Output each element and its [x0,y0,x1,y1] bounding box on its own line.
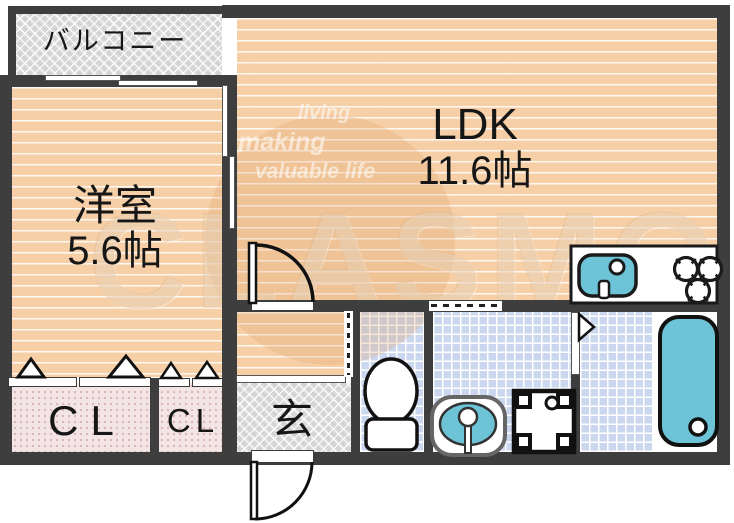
washroom-folding-door [429,301,502,311]
pan-drain [544,395,560,411]
wall-outer-right [717,5,730,465]
wall-hall-western [222,300,237,465]
washroom-folding-door-dashes [431,304,500,307]
wall-outer-left [0,75,12,465]
western-room-label: 洋室 5.6帖 [10,182,220,274]
entrance-step [236,375,346,383]
pan-corner-bl [515,433,532,450]
ldk-sliding-door-pane1 [222,85,228,157]
wall-washroom-bathroom [571,300,580,465]
ldk-size: 11.6帖 [417,149,533,194]
hallway-floor [237,312,351,375]
closet-small-label: CL [166,402,220,439]
wall-outer-bottom [0,452,730,465]
closet-small-floor [159,383,222,452]
washbasin-stem [464,423,472,454]
front-door-threshold [251,450,314,463]
ldk-door-leaf [247,241,258,305]
balcony-sliding-window-pane1 [45,75,121,81]
ldk-name: LDK [432,100,518,149]
ldk-label: LDK 11.6帖 [330,100,620,194]
western-room-name: 洋室 [72,182,157,229]
wall-balcony-top [8,6,222,14]
kitchen-faucet [608,258,626,276]
balcony-floor [16,14,222,75]
closet-large-door-fold1 [15,356,47,379]
pan-corner-tr [556,392,573,409]
toilet-folding-door [344,311,353,377]
pan-corner-tl [515,392,532,409]
closet-small-door-fold1 [158,360,184,380]
bathtub [658,315,719,447]
toilet-folding-door-dashes [347,313,350,375]
toilet-bowl [363,357,419,425]
bathtub-drain [688,417,708,437]
closet-large-label: CL [48,397,126,444]
washbasin-faucet [457,406,479,428]
western-room-floor [12,87,222,377]
stove-burner-3 [684,277,712,305]
wall-outer-top [222,5,730,18]
wall-toilet-left [351,300,360,465]
stove-burner-2 [696,255,724,283]
wall-toilet-washroom [424,300,433,465]
bathroom-door-opening [571,312,580,375]
ldk-sliding-door-pane2 [229,156,235,229]
entrance-label: 玄 [270,396,313,443]
closet-large-floor [12,383,150,452]
balcony-sliding-window-pane2 [118,80,198,86]
stove-burner-1 [672,255,700,283]
balcony-label: バルコニー [42,26,188,56]
western-room-size: 5.6帖 [67,229,163,274]
toilet-tank [364,417,419,452]
closet-small-door-fold2 [193,359,221,380]
entrance-floor [237,383,351,452]
wall-balcony-left [8,6,16,83]
front-door-leaf [249,460,259,521]
kitchen-sink-handle [597,279,611,300]
ldk-door-arc [255,243,315,303]
ldk-door-threshold [251,301,314,311]
wall-closet-divider [150,378,159,465]
closet-large-door-fold2 [105,353,147,379]
bathroom-door-swing [577,311,596,343]
front-door-arc [254,461,314,521]
pan-corner-br [556,433,573,450]
